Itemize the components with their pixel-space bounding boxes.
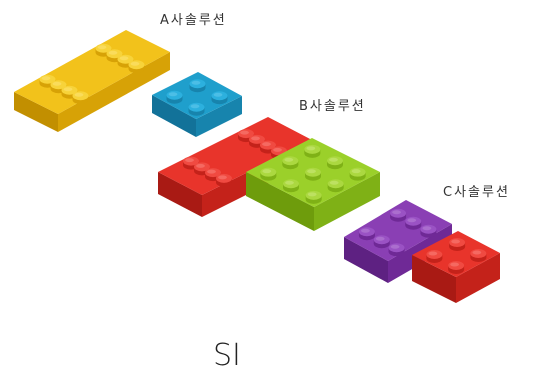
brick-stud (304, 144, 321, 158)
brick-front-face (412, 255, 456, 303)
brick-stud (358, 227, 375, 241)
brick-stud (211, 91, 228, 105)
brick-front-face (158, 172, 202, 217)
brick-stud (327, 179, 344, 193)
brick-stud (166, 90, 183, 104)
brick-stud (188, 102, 205, 116)
brick-stud (238, 129, 254, 143)
brick-stud (390, 208, 407, 222)
brick-stud (470, 249, 487, 262)
brick-front-face (152, 95, 196, 137)
brick-stud (405, 216, 422, 230)
brick-stud (283, 179, 299, 193)
brick-stud (420, 224, 437, 238)
brick-stud (72, 91, 89, 105)
brick-top-face (344, 200, 452, 261)
brick-stud (260, 140, 276, 154)
brick-blue (152, 72, 242, 137)
brick-stud (128, 60, 145, 74)
brick-stud (106, 49, 123, 63)
label-b-solution: B사솔루션 (299, 99, 366, 114)
brick-side-face (456, 253, 500, 303)
brick-stud (426, 250, 443, 263)
brick-top-face (14, 30, 170, 114)
brick-side-face (314, 172, 380, 231)
brick-top-face (412, 231, 500, 277)
brick-stud (388, 243, 405, 257)
brick-front-face (246, 172, 314, 231)
brick-front-face (344, 237, 388, 283)
brick-stud (95, 43, 112, 57)
brick-stud (216, 173, 232, 187)
brick-green (246, 138, 380, 231)
brick-stud (449, 238, 466, 251)
brick-stud (194, 162, 210, 176)
brick-stud (282, 156, 299, 170)
brick-stud (305, 190, 322, 204)
brick-yellow (14, 30, 170, 132)
label-a-solution: A사솔루션 (160, 13, 227, 28)
footer-si-label: SI (213, 338, 241, 373)
brick-red-small (412, 231, 500, 303)
brick-stud (189, 79, 206, 93)
brick-stud (373, 235, 390, 249)
brick-front-face (14, 92, 58, 132)
brick-stud (448, 261, 465, 274)
brick-stud (305, 167, 321, 181)
brick-top-face (158, 117, 312, 195)
brick-stud (260, 167, 277, 181)
brick-stud (61, 85, 78, 99)
brick-stud (249, 134, 265, 148)
brick-stud (349, 167, 366, 181)
brick-top-face (152, 72, 242, 119)
brick-side-face (196, 96, 242, 137)
brick-stud (327, 156, 343, 170)
label-c-solution: C사솔루션 (443, 185, 510, 200)
